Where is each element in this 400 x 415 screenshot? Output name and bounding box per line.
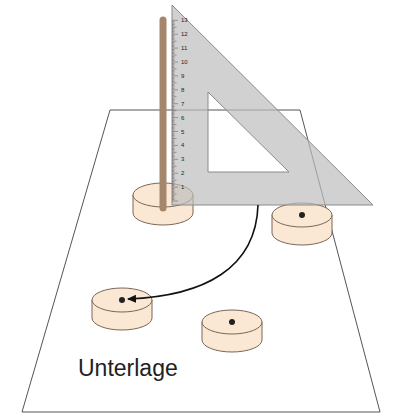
rod (160, 20, 167, 208)
sheet-label: Unterlage (78, 357, 178, 380)
scale-number: 3 (181, 156, 184, 162)
scale-number: 7 (181, 101, 184, 107)
scale-number: 2 (181, 170, 184, 176)
scale-number: 1 (181, 184, 184, 190)
center-dot (119, 212, 305, 325)
move-arrow (128, 205, 258, 299)
scale-number: 13 (181, 17, 188, 23)
cylinder (92, 183, 332, 352)
scale-number: 8 (181, 87, 184, 93)
scale-number: 12 (181, 31, 188, 37)
scale-number: 11 (181, 45, 187, 51)
scale-ticks (172, 20, 178, 201)
scale-number: 4 (181, 142, 184, 148)
set-square (172, 5, 373, 205)
scale-number: 9 (181, 73, 184, 79)
scale-number: 10 (181, 59, 188, 65)
scale-number: 6 (181, 115, 184, 121)
scale-number: 5 (181, 129, 184, 135)
